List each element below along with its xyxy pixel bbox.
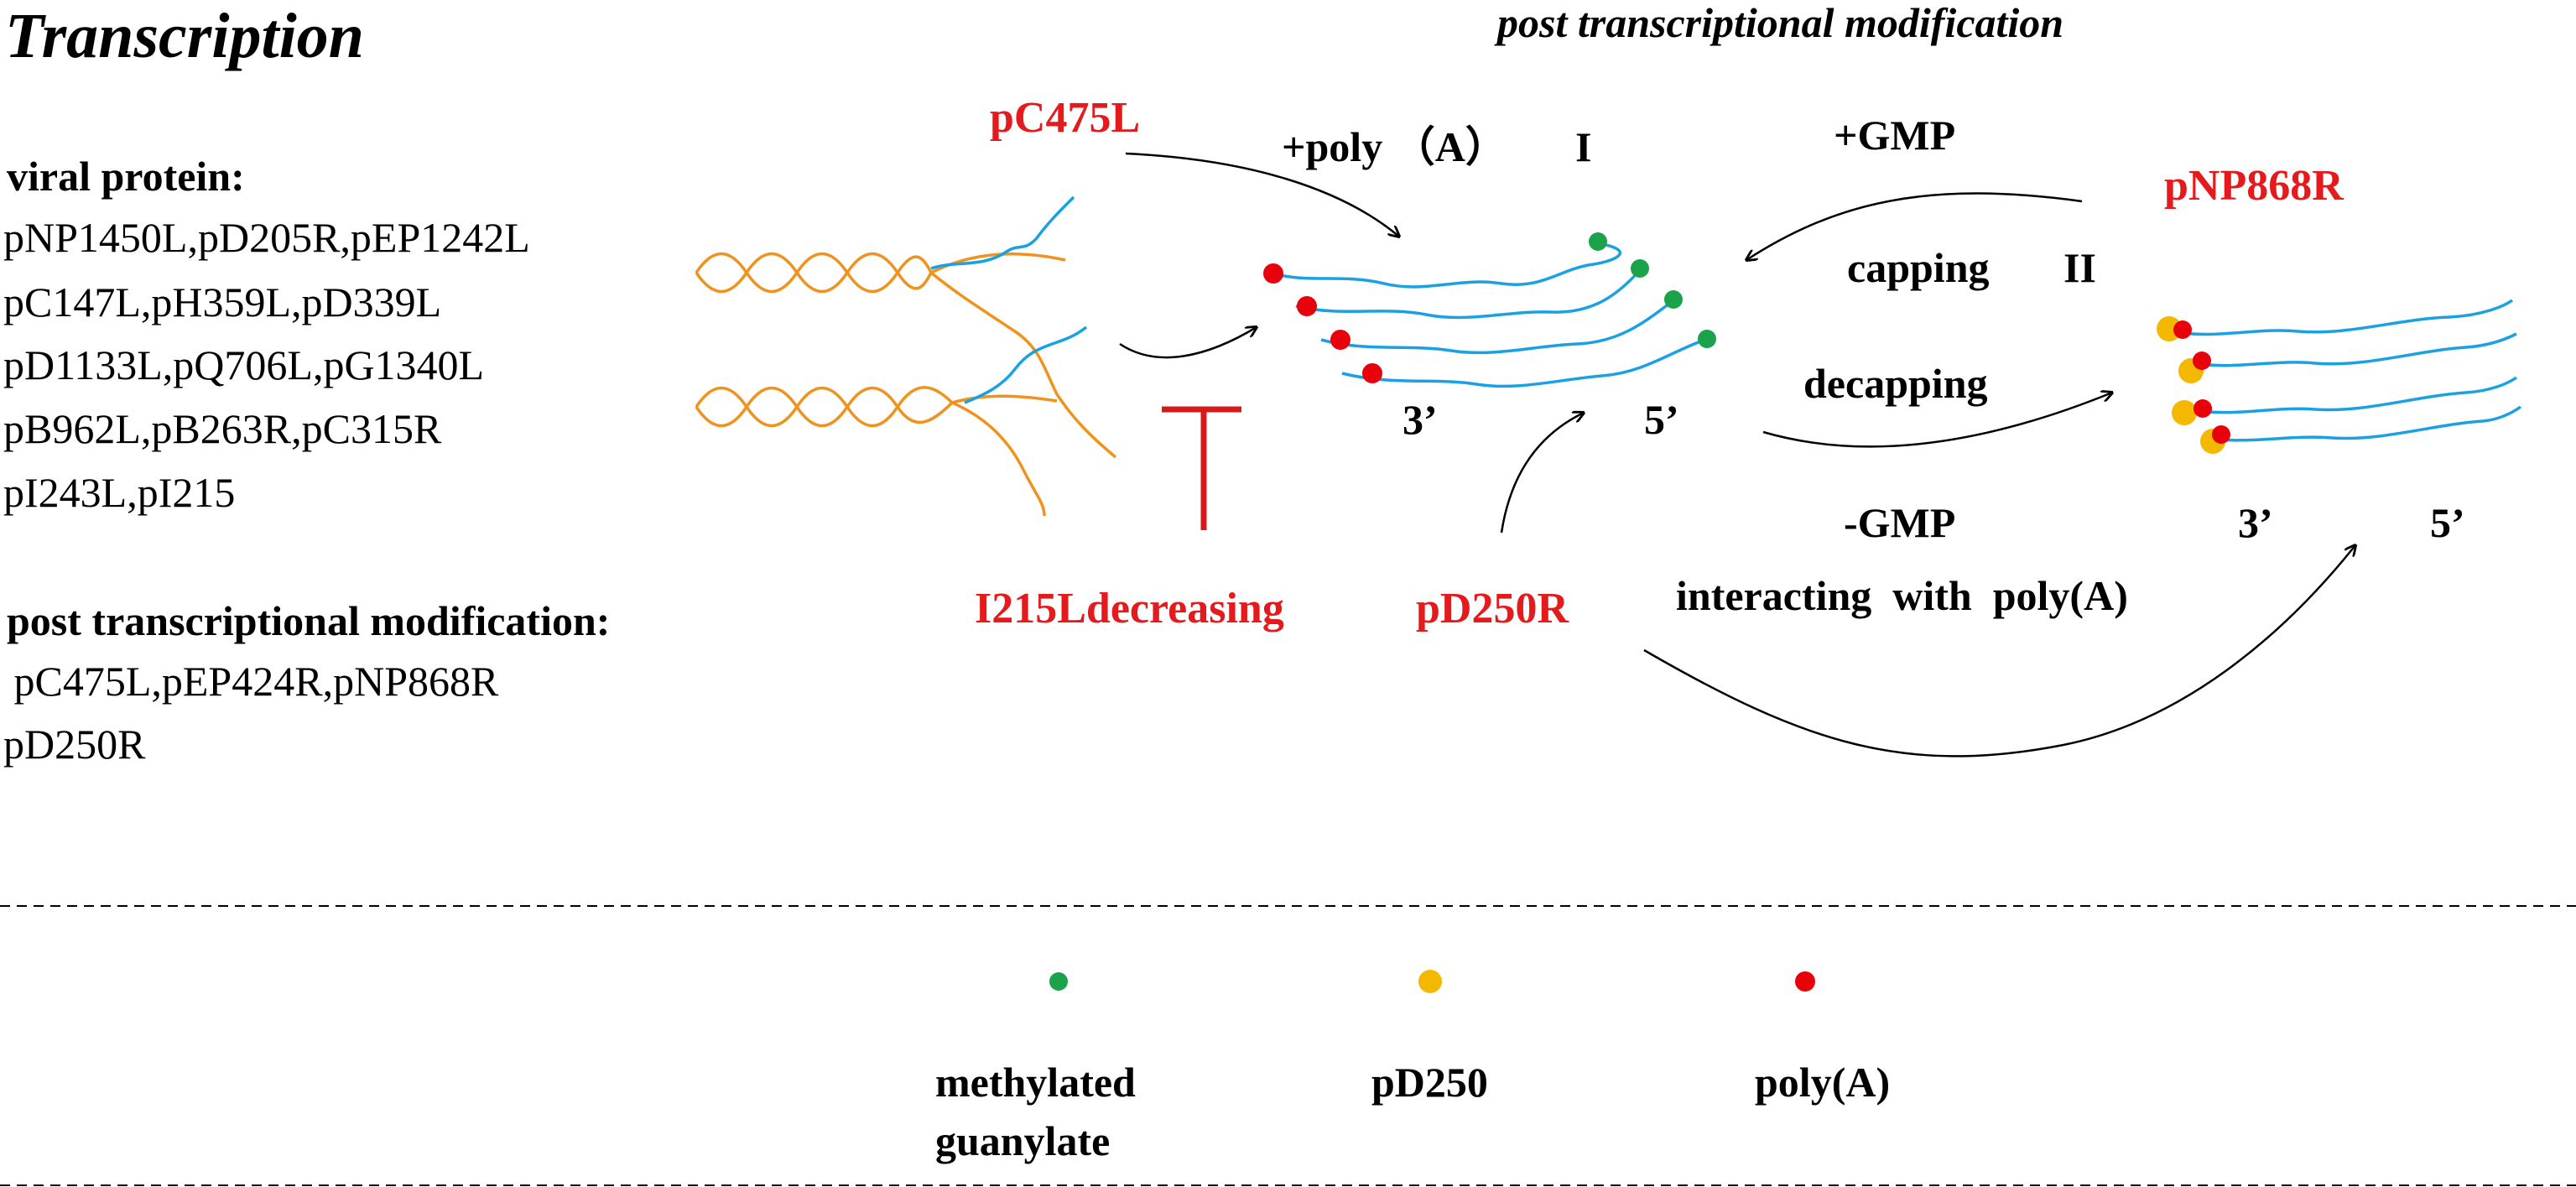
interacting-label: interacting with poly(A) bbox=[1676, 572, 2128, 619]
ptm-line: pD250R bbox=[3, 721, 146, 768]
viral-protein-line: pB962L,pB263R,pC315R bbox=[3, 405, 442, 452]
methylated-guanylate-marker bbox=[1664, 290, 1683, 309]
viral-protein-line: pI243L,pI215 bbox=[3, 469, 236, 516]
inhibitor-label: I215Ldecreasing bbox=[975, 585, 1284, 633]
enzyme-pnp868r-label: pNP868R bbox=[2164, 162, 2344, 210]
pd250-marker bbox=[2172, 400, 2197, 425]
process-arrows bbox=[1119, 152, 2355, 757]
legend-label-methylated-guanylate: methylated guanylate bbox=[935, 1059, 1136, 1164]
enzyme-pd250r-label: pD250R bbox=[1416, 585, 1569, 633]
viral-protein-line: pD1133L,pQ706L,pG1340L bbox=[3, 341, 485, 388]
ptm-line: pC475L,pEP424R,pNP868R bbox=[3, 658, 499, 705]
legend-label-polya: poly(A) bbox=[1755, 1059, 1891, 1106]
plus-gmp-label: +GMP bbox=[1834, 112, 1956, 159]
step-i-label: I bbox=[1575, 123, 1592, 170]
mrna-bundle-capped-markers bbox=[1263, 232, 1716, 383]
ptm-heading: post transcriptional modification: bbox=[7, 597, 611, 644]
mrna-bundle-decapped-markers bbox=[2157, 316, 2230, 454]
rna-strand-upper bbox=[930, 195, 1075, 270]
polya-marker bbox=[1263, 263, 1283, 284]
polya-marker bbox=[2212, 425, 2230, 444]
mrna-bundle-decapped bbox=[2172, 299, 2522, 442]
step-ii-label: II bbox=[2063, 244, 2096, 291]
viral-protein-heading: viral protein: bbox=[7, 153, 245, 200]
end-3-label-right: 3’ bbox=[2238, 499, 2273, 546]
methylated-guanylate-marker bbox=[1698, 330, 1716, 348]
end-5-label-right: 5’ bbox=[2430, 499, 2465, 546]
mrna-bundle-capped bbox=[1272, 242, 1708, 388]
inhibition-symbol bbox=[1162, 406, 1241, 530]
legend-label-pd250: pD250 bbox=[1371, 1059, 1488, 1106]
polya-marker bbox=[2193, 351, 2211, 370]
legend-methylated-guanylate-dot bbox=[1049, 972, 1068, 991]
methylated-guanylate-marker bbox=[1589, 232, 1607, 251]
polya-marker bbox=[1297, 296, 1317, 316]
capping-label: capping bbox=[1847, 244, 1990, 291]
diagram-subtitle: post transcriptional modification bbox=[1497, 0, 2064, 46]
polya-marker bbox=[1362, 363, 1382, 383]
viral-protein-line: pC147L,pH359L,pD339L bbox=[3, 279, 442, 325]
page-title: Transcription bbox=[5, 1, 364, 71]
dna-helix-upper bbox=[695, 252, 1117, 459]
poly-a-step-label: +poly （A） bbox=[1282, 123, 1507, 170]
enzyme-pc475l-label: pC475L bbox=[990, 94, 1141, 142]
polya-marker bbox=[2194, 399, 2212, 418]
decapping-label: decapping bbox=[1803, 360, 1988, 407]
minus-gmp-label: -GMP bbox=[1844, 499, 1956, 546]
viral-protein-line: pNP1450L,pD205R,pEP1242L bbox=[3, 214, 530, 261]
rna-strand-lower bbox=[964, 325, 1088, 404]
end-5-label: 5’ bbox=[1644, 396, 1679, 443]
methylated-guanylate-marker bbox=[1631, 259, 1649, 278]
polya-marker bbox=[2173, 320, 2192, 339]
end-3-label: 3’ bbox=[1402, 396, 1438, 443]
legend-pd250-dot bbox=[1418, 970, 1442, 993]
dna-helix-lower bbox=[695, 386, 1058, 517]
legend-polya-dot bbox=[1795, 971, 1815, 992]
polya-marker bbox=[1330, 330, 1350, 350]
